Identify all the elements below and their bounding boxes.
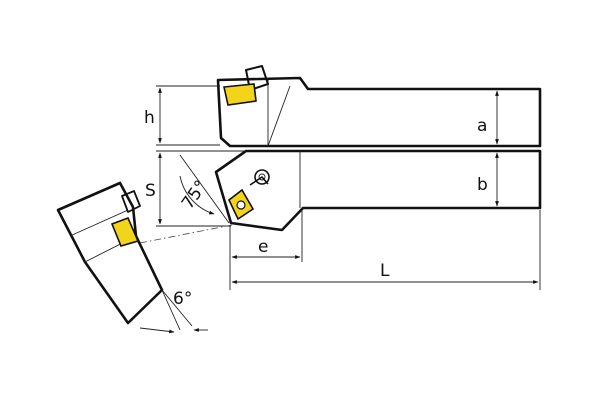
plan-view-shank xyxy=(214,149,542,232)
projection-line xyxy=(139,224,233,244)
side-view-shank xyxy=(216,76,542,148)
label-b: b xyxy=(477,175,488,195)
label-a: a xyxy=(477,116,487,136)
side-view-clamp xyxy=(223,65,269,106)
label-angle-75: 75° xyxy=(178,177,212,213)
label-angle-6: 6° xyxy=(173,289,192,309)
label-e: e xyxy=(258,237,268,257)
label-l: L xyxy=(380,261,390,281)
plan-view-clamp xyxy=(228,169,270,221)
label-s: S xyxy=(145,181,156,201)
dimension-e xyxy=(229,210,303,290)
side-view-insert xyxy=(223,83,257,106)
detail-view-insert xyxy=(110,216,140,247)
angle-75-marker xyxy=(179,154,230,224)
label-h: h xyxy=(144,108,155,128)
dimension-l xyxy=(231,210,541,290)
angle-6-marker xyxy=(139,289,208,334)
dimension-s xyxy=(156,150,246,227)
dimension-h xyxy=(156,85,220,146)
detail-view xyxy=(56,181,164,325)
